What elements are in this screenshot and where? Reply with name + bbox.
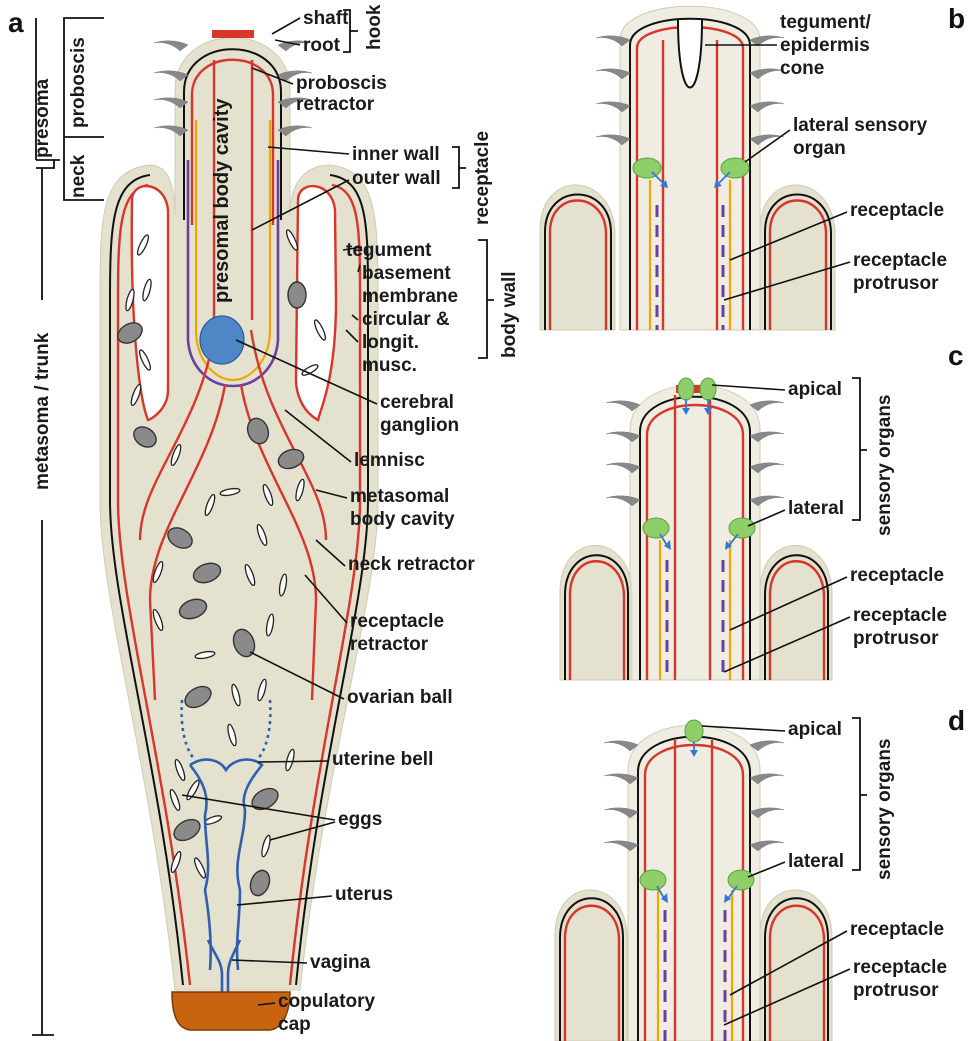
label-lateral-sensory-1: lateral sensory <box>793 115 928 136</box>
label-cerebral-1: cerebral <box>380 392 454 413</box>
label-proboscis-retractor-2: retractor <box>296 94 375 115</box>
label-presomal-body-cavity: presomal body cavity <box>211 98 233 303</box>
label-tegument-2: epidermis <box>780 35 870 56</box>
label-c-lateral: lateral <box>788 498 844 519</box>
label-d-protrusor-2: protrusor <box>853 980 939 1001</box>
label-basement-1: basement <box>362 263 451 284</box>
label-uterine-bell: uterine bell <box>332 749 433 770</box>
lateral-sensory-organ-right <box>721 158 749 178</box>
label-neck-retractor: neck retractor <box>348 554 475 575</box>
label-copulatory-2: cap <box>278 1014 311 1035</box>
label-b-protrusor-2: protrusor <box>853 273 939 294</box>
label-proboscis: proboscis <box>68 37 89 128</box>
panel-label-c: c <box>948 340 964 371</box>
label-lateral-sensory-2: organ <box>793 138 846 159</box>
panel-d <box>555 720 832 1041</box>
panel-a <box>100 30 378 1030</box>
label-neck: neck <box>68 154 89 198</box>
label-c-apical: apical <box>788 379 842 400</box>
label-receptacle: receptacle <box>472 131 493 225</box>
label-d-apical: apical <box>788 719 842 740</box>
label-c-protrusor-1: receptacle <box>853 605 947 626</box>
label-b-receptacle: receptacle <box>850 200 944 221</box>
c-lateral-organ-right <box>729 518 755 538</box>
label-tegument: tegument <box>346 240 432 261</box>
copulatory-cap <box>172 992 290 1030</box>
label-outer-wall: outer wall <box>352 168 441 189</box>
panel-c <box>560 378 832 680</box>
proboscis-tip <box>212 30 254 38</box>
c-apical-organ-left <box>678 378 694 400</box>
label-receptacle-retractor-2: retractor <box>350 634 429 655</box>
label-c-sensory-organs: sensory organs <box>874 395 895 537</box>
c-lateral-organ-left <box>643 518 669 538</box>
label-eggs: eggs <box>338 809 382 830</box>
label-shaft: shaft <box>303 8 349 29</box>
label-b-protrusor-1: receptacle <box>853 250 947 271</box>
label-c-receptacle: receptacle <box>850 565 944 586</box>
label-copulatory-1: copulatory <box>278 991 376 1012</box>
label-circular-1: circular & <box>362 309 450 330</box>
label-tegument-1: tegument/ <box>780 12 872 33</box>
label-metasomal-1: metasomal <box>350 486 449 507</box>
label-receptacle-retractor-1: receptacle <box>350 611 444 632</box>
d-lateral-organ-right <box>728 870 754 890</box>
d-lateral-organ-left <box>640 870 666 890</box>
label-c-protrusor-2: protrusor <box>853 628 939 649</box>
panel-label-b: b <box>948 3 965 34</box>
label-d-sensory-organs: sensory organs <box>874 739 895 881</box>
label-d-protrusor-1: receptacle <box>853 957 947 978</box>
lateral-sensory-organ-left <box>633 158 661 178</box>
label-metasoma: metasoma / trunk <box>32 332 53 490</box>
label-uterus: uterus <box>335 884 393 905</box>
label-ovarian-ball: ovarian ball <box>347 687 453 708</box>
label-d-lateral: lateral <box>788 851 844 872</box>
d-apical-organ <box>685 720 703 742</box>
label-metasomal-2: body cavity <box>350 509 455 530</box>
label-lemnisc: lemnisc <box>354 450 425 471</box>
label-basement-2: membrane <box>362 286 458 307</box>
label-circular-2: longit. <box>362 332 419 353</box>
label-circular-3: musc. <box>362 355 417 376</box>
label-cerebral-2: ganglion <box>380 415 459 436</box>
label-proboscis-retractor-1: proboscis <box>296 73 387 94</box>
panel-label-d: d <box>948 705 965 736</box>
panel-label-a: a <box>8 7 24 38</box>
c-apical-organ-right <box>700 378 716 400</box>
label-d-receptacle: receptacle <box>850 919 944 940</box>
label-tegument-3: cone <box>780 58 824 79</box>
label-inner-wall: inner wall <box>352 144 440 165</box>
label-body-wall: body wall <box>499 271 520 358</box>
label-root: root <box>303 35 341 56</box>
label-vagina: vagina <box>310 952 371 973</box>
label-hook: hook <box>364 4 385 50</box>
